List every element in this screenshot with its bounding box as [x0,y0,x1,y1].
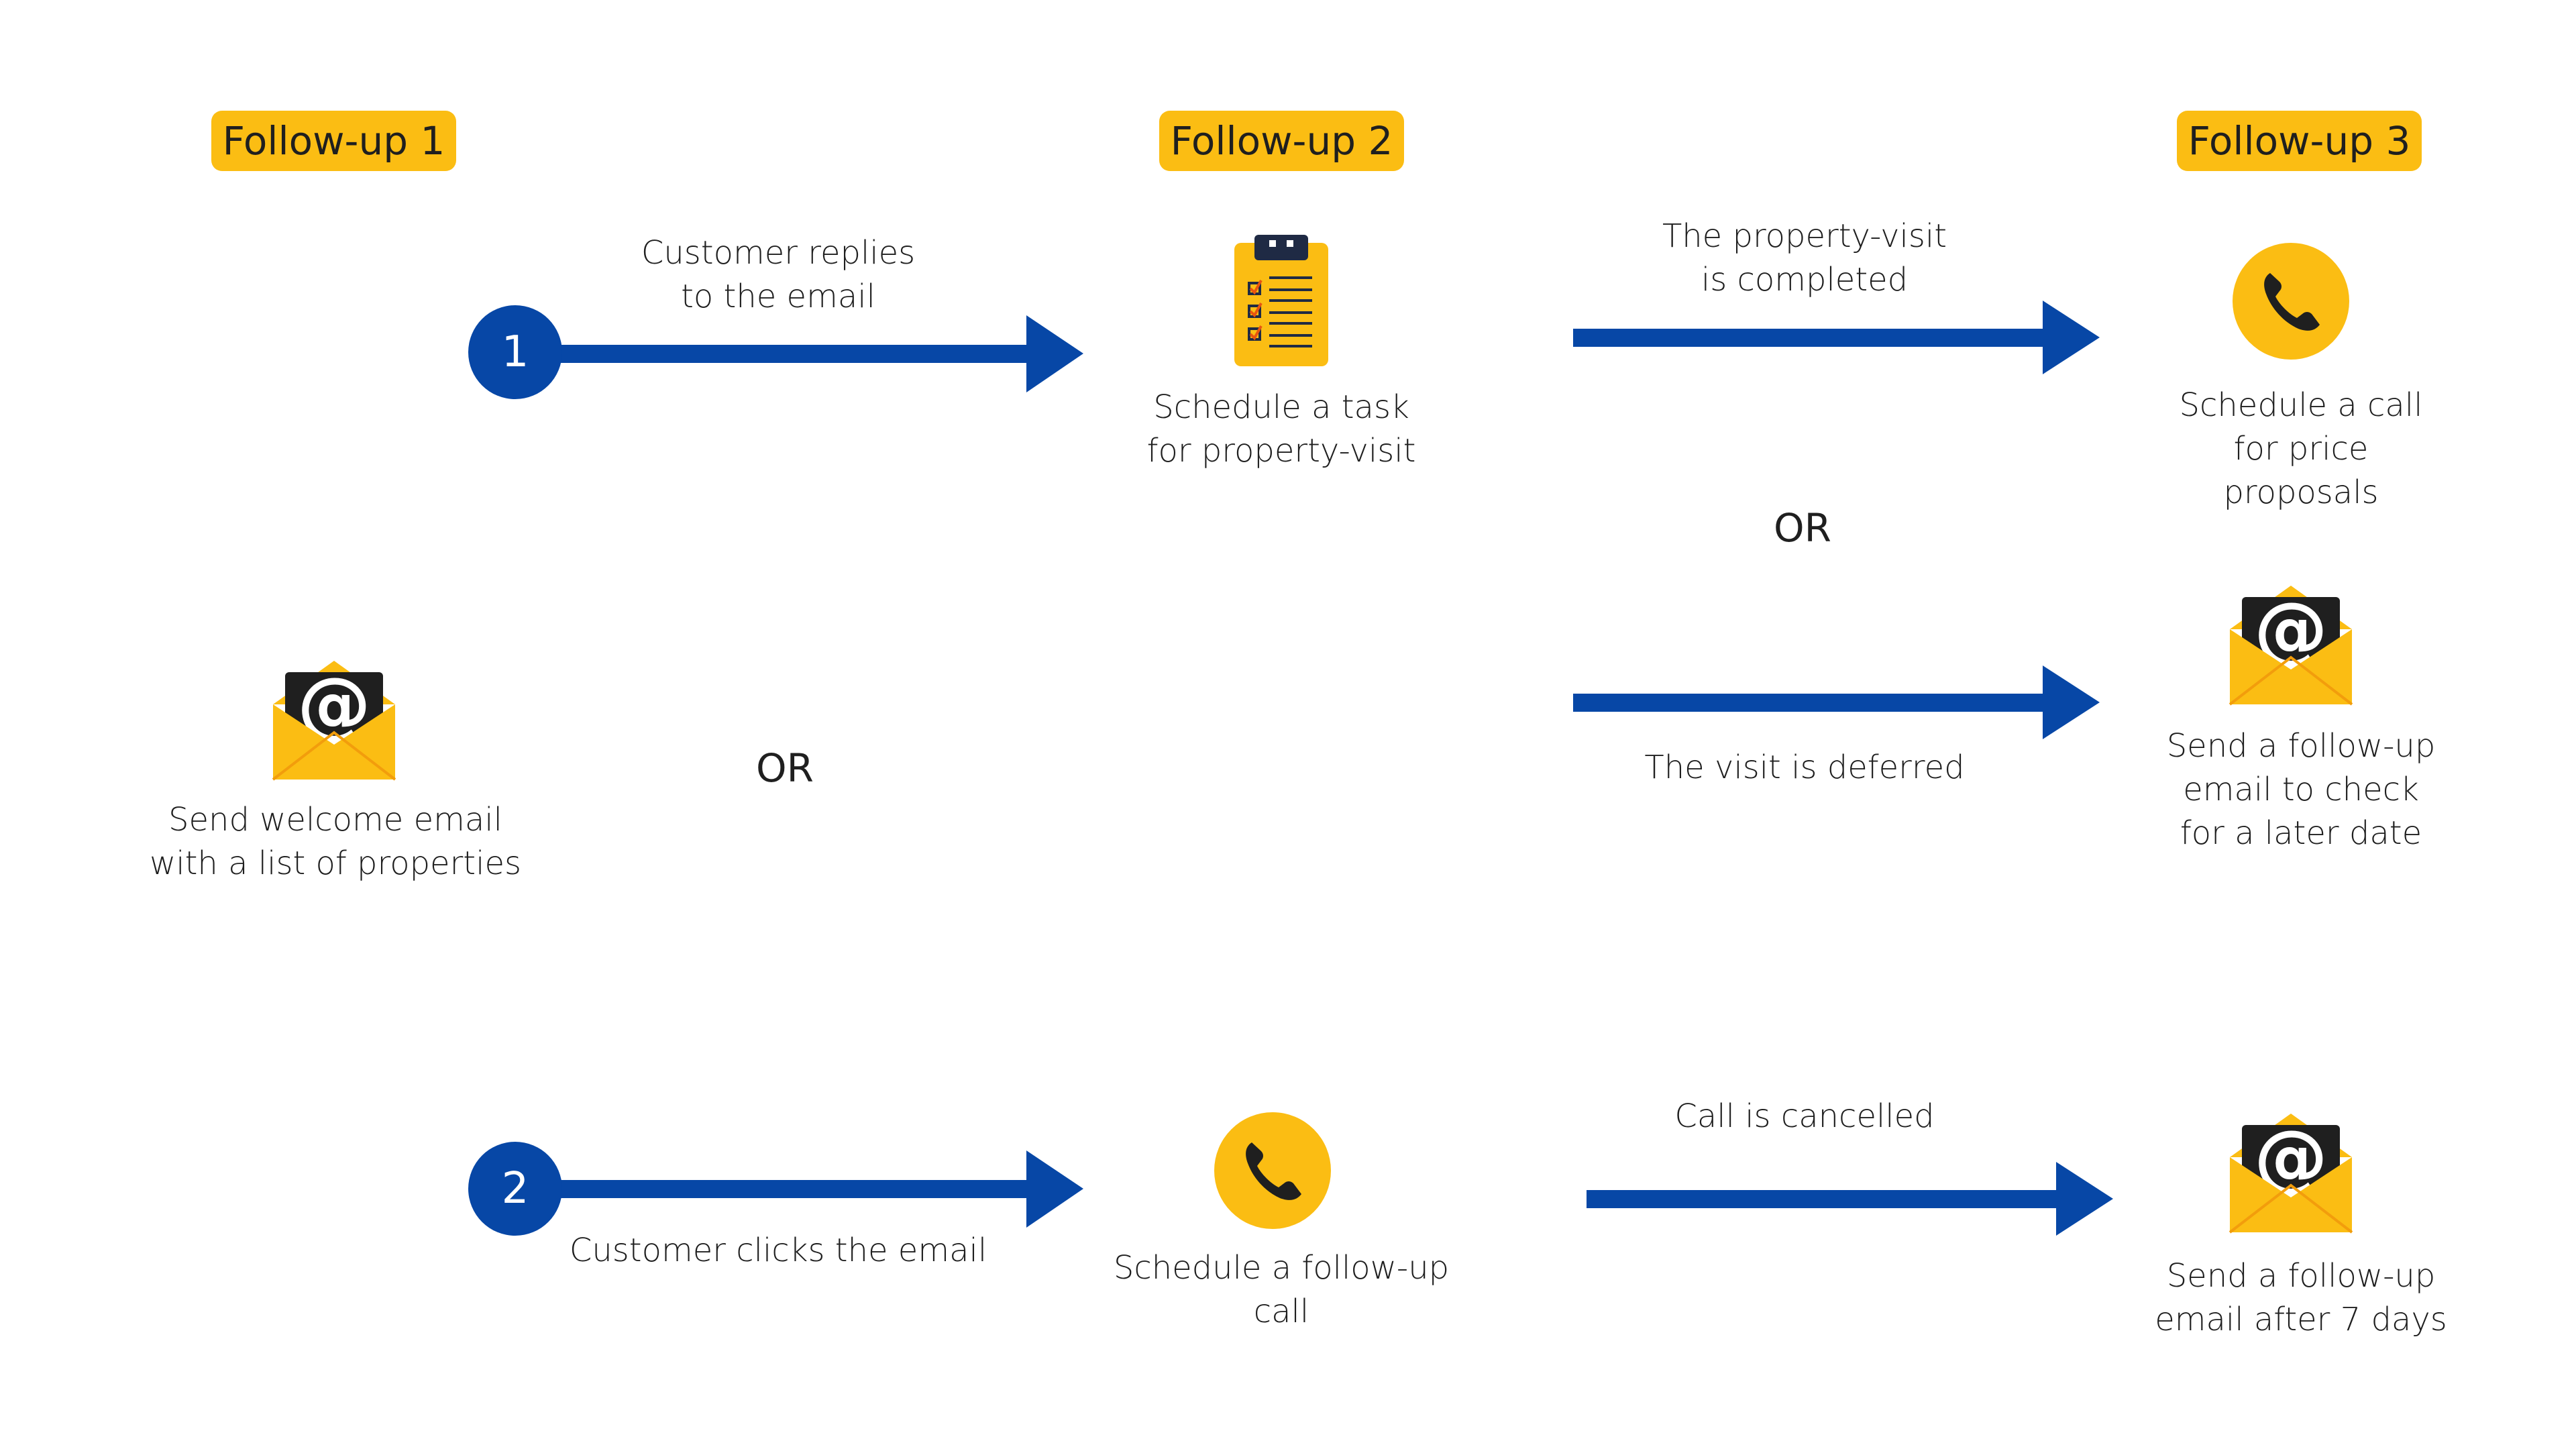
path-number-1: 1 [468,305,562,399]
path1-action-label: Schedule a task for property-visit [1146,388,1416,470]
branch-cancelled-action: Send a follow-up email after 7 days [2155,1257,2447,1338]
email-envelope-icon: @ [2229,586,2353,706]
stage-badge-3: Follow-up 3 [2177,111,2422,171]
branch-deferred-action: Send a follow-up email to check for a la… [2166,727,2436,852]
branch-cancelled-trigger: Call is cancelled [1674,1097,1935,1135]
branch-completed-action: Schedule a call for price proposals [2179,386,2423,511]
clipboard-checklist-icon [1234,235,1328,366]
arrow-branch-cancelled [1587,1162,2113,1236]
or-label-main: OR [756,745,814,791]
arrow-path2-click [557,1150,1083,1228]
email-envelope-icon: @ [272,661,396,781]
path-number-2: 2 [468,1142,562,1236]
arrow-path1-reply [557,315,1083,392]
phone-icon [1214,1112,1331,1229]
stage-badge-2: Follow-up 2 [1159,111,1404,171]
branch-completed-trigger: The property-visit is completed [1662,217,1947,299]
phone-icon [2233,243,2349,360]
arrow-branch-deferred [1573,665,2100,739]
or-label-branch: OR [1774,505,1831,551]
path1-trigger-label: Customer replies to the email [641,234,916,315]
start-label: Send welcome email with a list of proper… [150,801,521,882]
stage-badge-1: Follow-up 1 [211,111,456,171]
path2-trigger-label: Customer clicks the email [569,1232,987,1269]
branch-deferred-trigger: The visit is deferred [1644,749,1965,786]
email-envelope-icon: @ [2229,1114,2353,1234]
path2-action-label: Schedule a follow-up call [1113,1249,1450,1330]
arrow-branch-completed [1573,301,2100,374]
